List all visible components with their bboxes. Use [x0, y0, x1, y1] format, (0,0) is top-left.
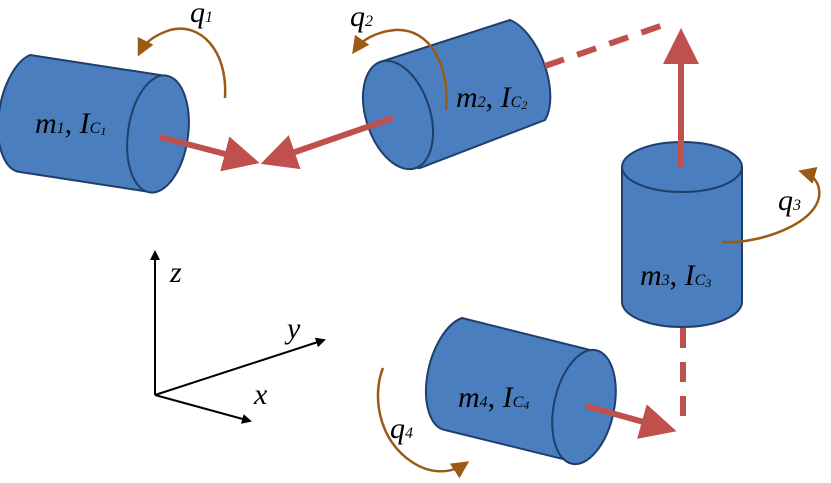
body-2-label: m2, IC2: [456, 81, 527, 114]
link-arrow-4: [585, 403, 677, 439]
link-arrow-1: [159, 134, 260, 172]
joint-label-q3: q3: [778, 184, 801, 217]
x-axis: [154, 394, 252, 424]
joint-label-q4: q4: [390, 412, 413, 445]
y-axis: [154, 337, 326, 396]
joint-label-q1: q1: [190, 0, 213, 29]
body-4-label: m4, IC4: [458, 381, 529, 414]
rotation-arrow-q4: [376, 367, 470, 479]
cylinder-body-1: [0, 53, 190, 194]
cylinder-body-3: [621, 141, 743, 328]
z-axis-label: z: [169, 256, 182, 289]
cylinder-body-2: [361, 18, 552, 171]
cylinder-body-4: [424, 316, 617, 466]
joint-label-q2: q2: [350, 0, 373, 33]
y-axis-label: y: [284, 312, 301, 345]
link-arrow-2: [260, 115, 394, 170]
coordinate-frame: z y x: [150, 250, 326, 424]
body-1-label: m1, IC1: [35, 107, 106, 140]
body-3-label: m3, IC3: [640, 259, 711, 292]
link-dashed-2-3: [544, 19, 673, 69]
x-axis-label: x: [253, 378, 268, 411]
rotation-arrow-q3: [721, 167, 821, 244]
rotation-arrow-q1: [137, 27, 227, 99]
rotation-arrow-q2: [352, 28, 448, 111]
